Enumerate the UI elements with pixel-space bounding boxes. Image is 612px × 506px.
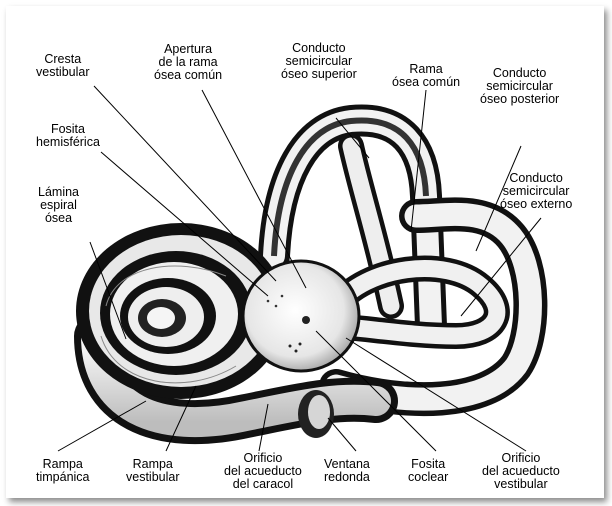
round-window bbox=[298, 390, 334, 438]
